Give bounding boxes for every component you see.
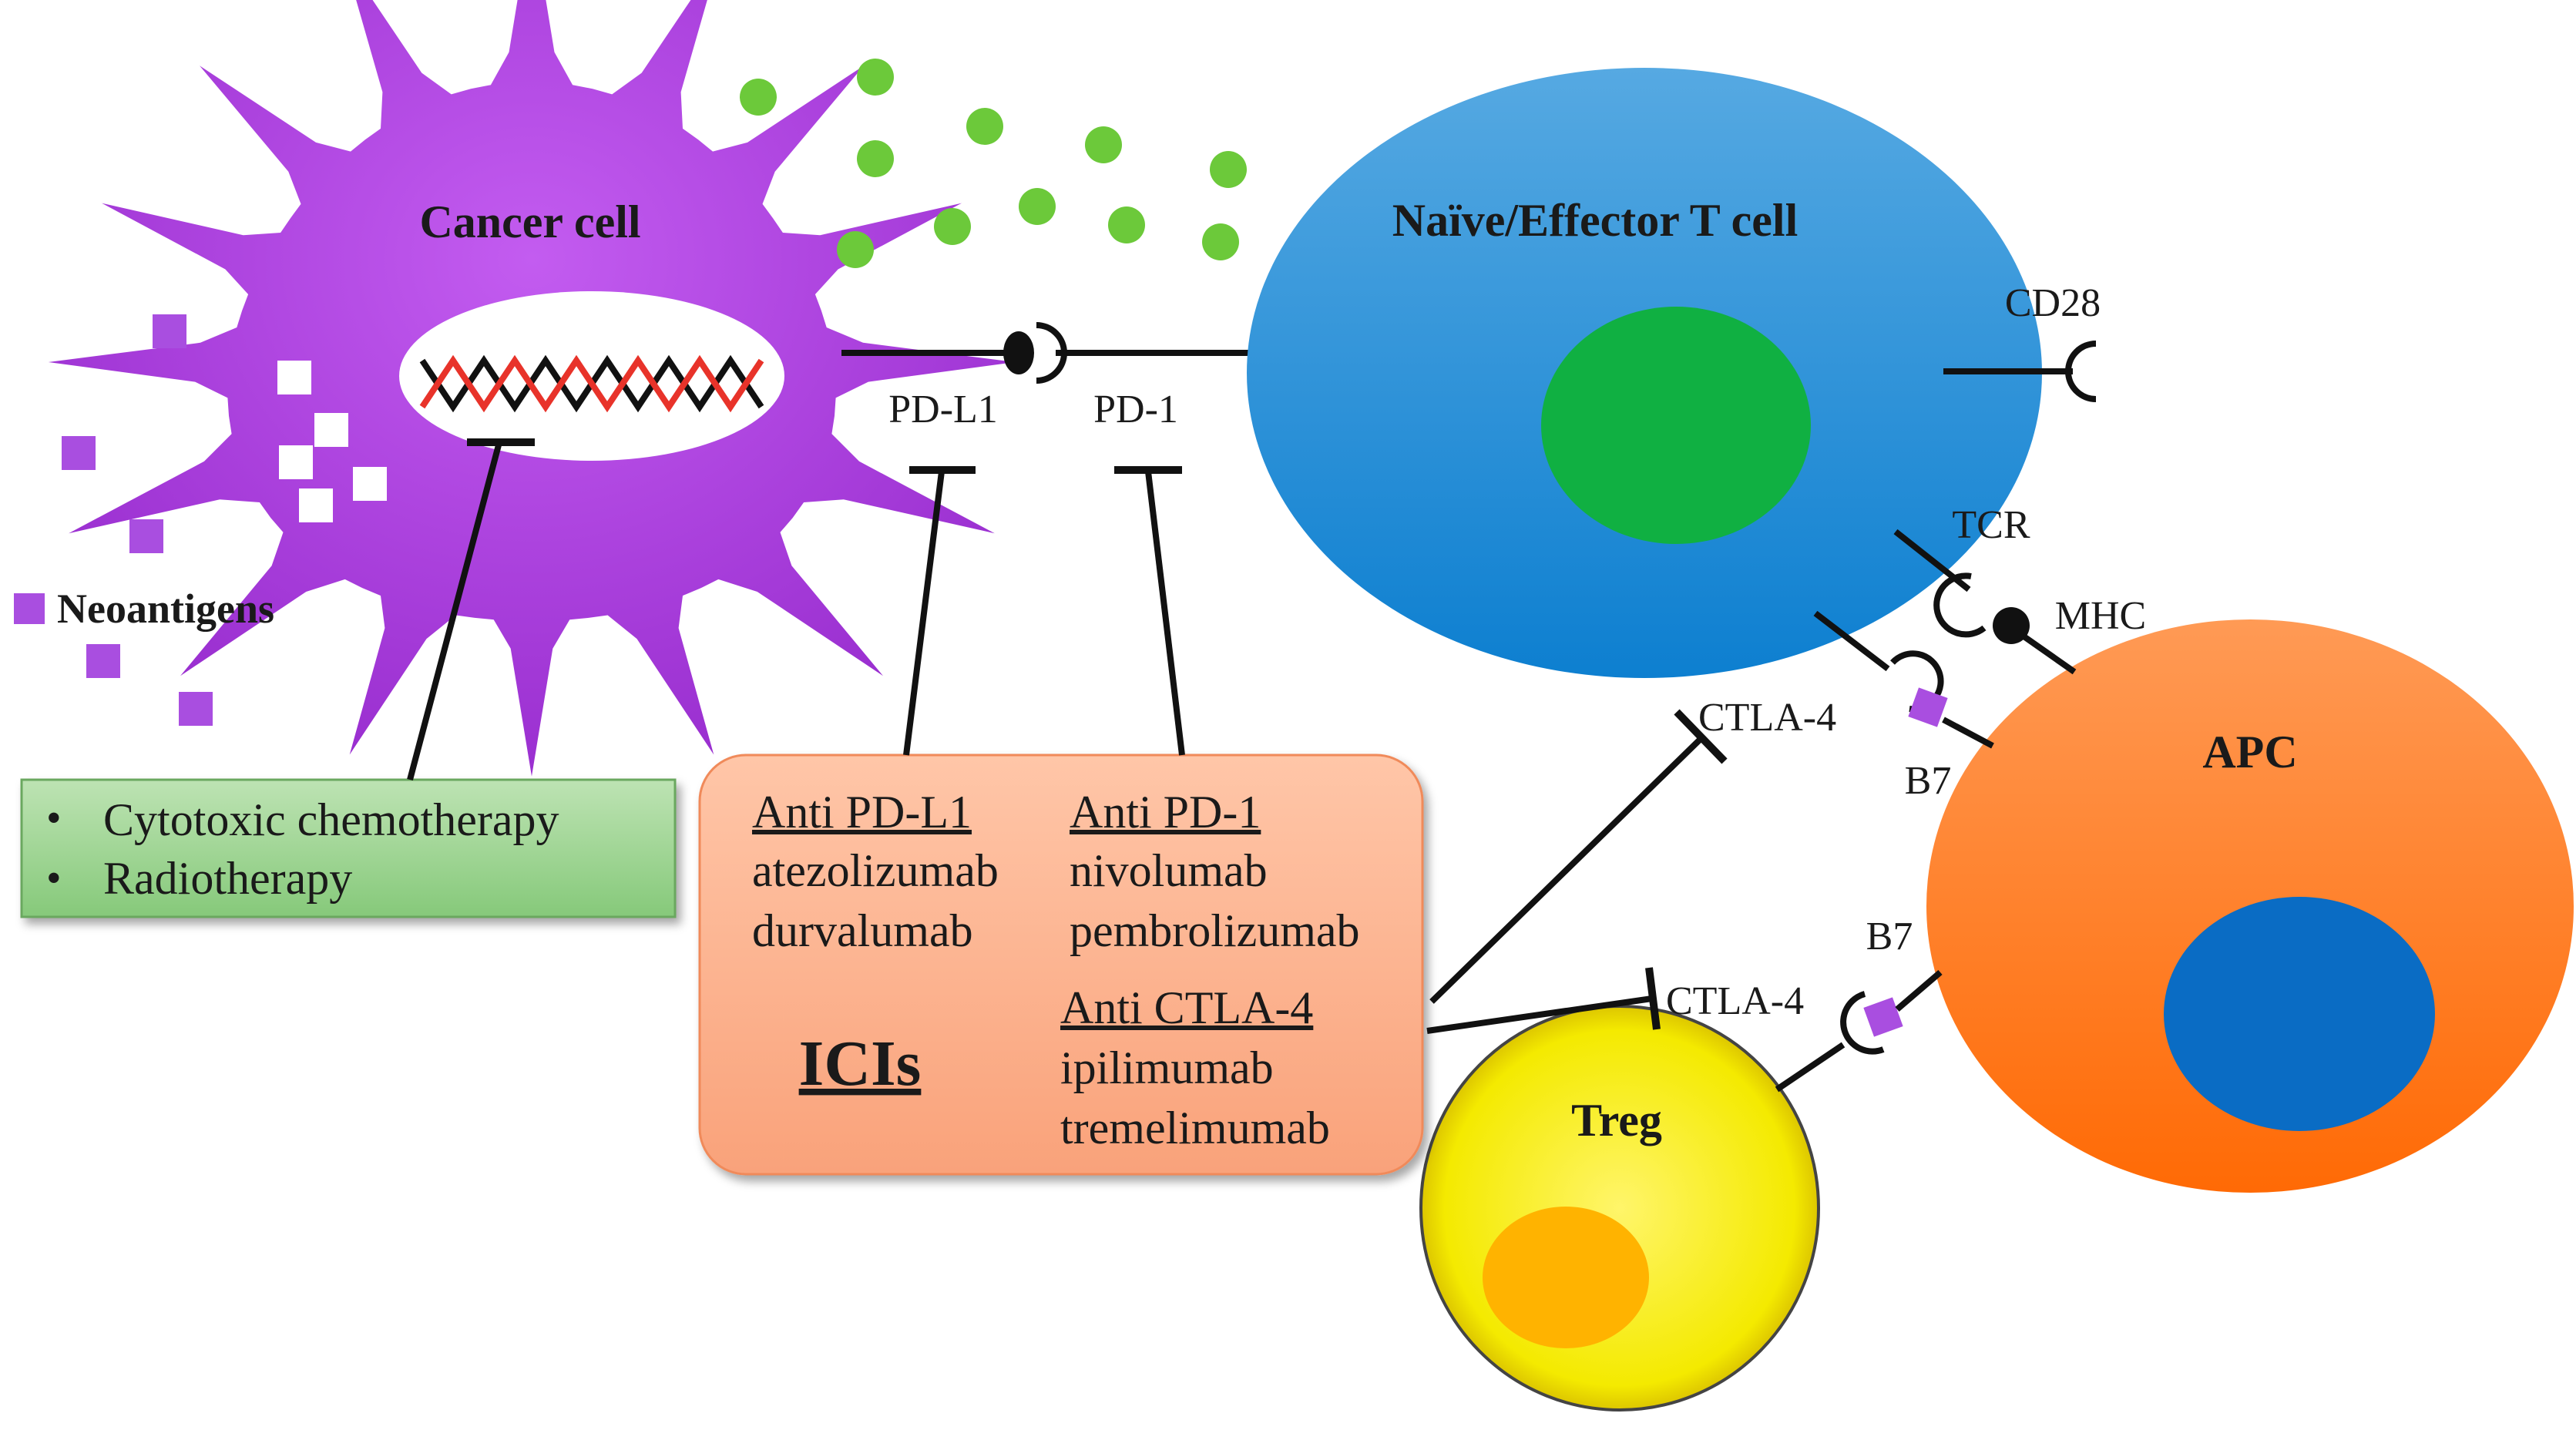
t-cell-label: Naïve/Effector T cell	[1392, 195, 1798, 246]
mhc-label: MHC	[2055, 594, 2146, 638]
apc-nucleus	[2164, 897, 2435, 1131]
anti-pdl1-heading: Anti PD-L1	[752, 787, 972, 838]
t-cell-nucleus	[1541, 307, 1811, 544]
pd1-label: PD-1	[1093, 388, 1178, 431]
b7-top-label: B7	[1905, 759, 1952, 803]
anti-ctla4-drug-2: tremelimumab	[1060, 1103, 1330, 1153]
dna-strand-icon	[419, 354, 764, 413]
effector-t-cell: Naïve/Effector T cell	[1247, 68, 2042, 678]
tcr-label: TCR	[1952, 503, 2030, 547]
released-antigens	[277, 361, 387, 522]
treg-cell: Treg	[1419, 1005, 1820, 1412]
anti-ctla4-heading: Anti CTLA-4	[1060, 982, 1313, 1033]
ctla4-bottom-label: CTLA-4	[1666, 979, 1804, 1023]
pd1-receptor-icon	[1036, 322, 1067, 384]
apc-cell: APC	[1926, 619, 2574, 1193]
ici-title: ICIs	[799, 1028, 922, 1099]
b7-bottom-label: B7	[1866, 915, 1913, 958]
mhc-icon	[1993, 607, 2030, 644]
b7-bottom-icon	[1863, 997, 1903, 1037]
ctla4-bottom-receptor-icon	[1840, 991, 1885, 1055]
cancer-cell-label: Cancer cell	[419, 196, 640, 247]
cytokine-dots	[740, 59, 1247, 268]
neoantigens-label: Neoantigens	[57, 586, 274, 632]
cd28-receptor-icon	[2065, 341, 2097, 402]
svg-text:•: •	[46, 854, 62, 902]
tcr-receptor-icon	[1933, 572, 1987, 638]
therapy-item-chemo: Cytotoxic chemotherapy	[103, 794, 559, 845]
therapy-box: • Cytotoxic chemotherapy • Radiotherapy	[20, 778, 677, 918]
neoantigen-legend-icon	[14, 593, 45, 624]
b7-top-icon	[1908, 687, 1948, 727]
anti-pd1-drug-1: nivolumab	[1070, 845, 1268, 896]
cancer-cell: Cancer cell	[48, 0, 1016, 777]
treg-body	[1419, 1005, 1820, 1412]
anti-pd1-drug-2: pembrolizumab	[1070, 905, 1360, 956]
therapy-item-radio: Radiotherapy	[103, 853, 352, 904]
apc-label: APC	[2202, 727, 2297, 777]
pdl1-receptor-icon	[1003, 331, 1034, 374]
anti-pdl1-drug-2: durvalumab	[752, 905, 973, 956]
anti-pdl1-drug-1: atezolizumab	[752, 845, 999, 896]
treg-label: Treg	[1571, 1095, 1662, 1146]
neoantigen-squares	[14, 314, 213, 726]
cd28-label: CD28	[2005, 281, 2101, 325]
ctla4-top-label: CTLA-4	[1698, 696, 1836, 740]
anti-pd1-heading: Anti PD-1	[1070, 787, 1261, 838]
ici-box: Anti PD-L1 atezolizumab durvalumab Anti …	[698, 754, 1424, 1176]
svg-text:•: •	[46, 794, 62, 842]
pdl1-label: PD-L1	[888, 388, 998, 431]
treg-nucleus	[1483, 1207, 1649, 1348]
anti-ctla4-drug-1: ipilimumab	[1060, 1042, 1274, 1093]
cancer-nucleus	[399, 291, 784, 461]
